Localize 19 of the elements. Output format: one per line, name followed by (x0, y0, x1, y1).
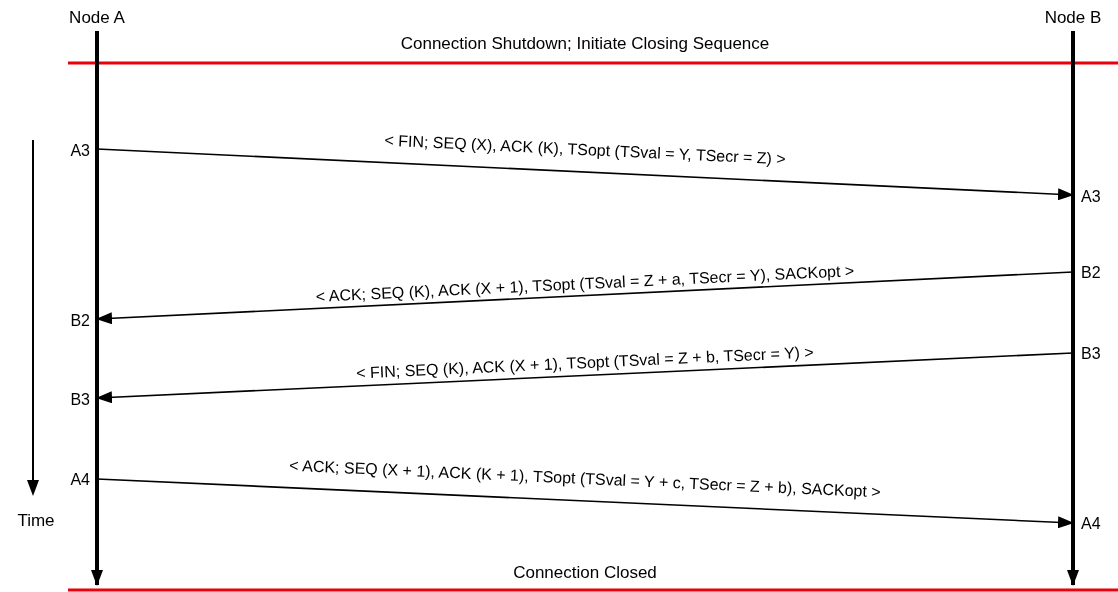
phase-label: Connection Shutdown; Initiate Closing Sequence (400, 34, 770, 54)
axis-label: Time (17, 511, 55, 531)
lifeline-arrow (91, 31, 103, 586)
node-label: Node A (52, 6, 142, 30)
event-label: B2 (1073, 262, 1113, 284)
event-label: A4 (58, 469, 97, 491)
message-arrow (96, 352, 1074, 404)
event-label: A3 (1073, 186, 1113, 208)
message-arrow (96, 478, 1074, 529)
message-arrow (96, 148, 1074, 201)
event-label: B3 (1073, 343, 1113, 365)
event-label: A4 (1073, 513, 1113, 535)
lifeline-arrow (1067, 31, 1079, 586)
node-label: Node B (1028, 6, 1118, 30)
message-arrow (96, 271, 1074, 325)
event-label: B3 (58, 389, 97, 411)
event-label: B2 (58, 310, 97, 332)
event-label: A3 (58, 140, 97, 162)
phase-label: Connection Closed (513, 563, 657, 583)
